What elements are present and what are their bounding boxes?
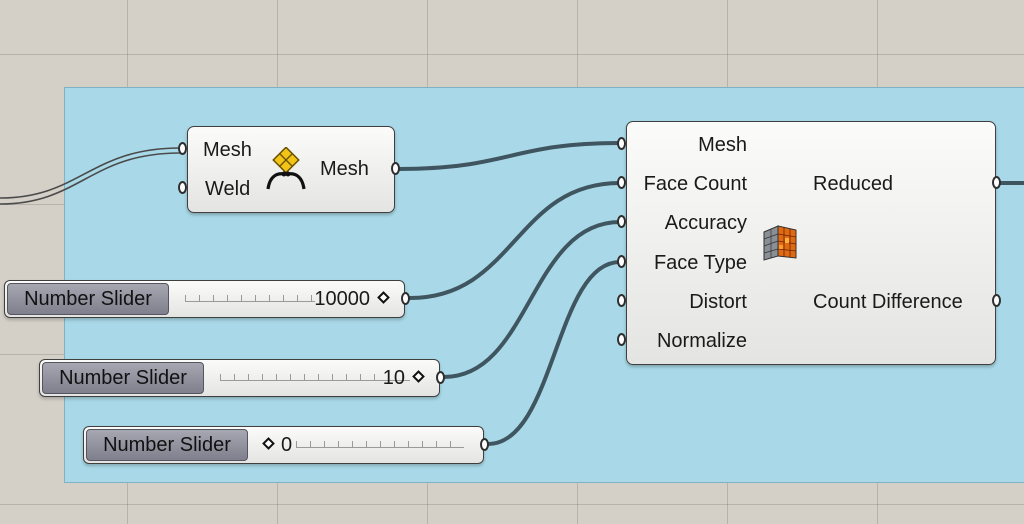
number-slider-face-type[interactable]: Number Slider 0 <box>83 426 484 464</box>
weld-component[interactable]: Mesh Weld Mesh <box>187 126 395 213</box>
number-slider-face-count[interactable]: Number Slider 10000 <box>4 280 405 318</box>
slider-track[interactable] <box>185 291 315 302</box>
slider-knob[interactable] <box>377 291 390 304</box>
reduce-input-normalize-grip[interactable] <box>617 333 626 346</box>
reduce-input-mesh-label: Mesh <box>698 134 747 156</box>
reduce-input-face-type-label: Face Type <box>653 252 747 274</box>
weld-output-mesh-label: Mesh <box>320 158 369 180</box>
reduce-input-accuracy-grip[interactable] <box>617 215 626 228</box>
weld-output-mesh-grip[interactable] <box>391 162 400 175</box>
reduce-input-face-count-label: Face Count <box>643 173 747 195</box>
reduce-input-distort-grip[interactable] <box>617 294 626 307</box>
slider-name-label[interactable]: Number Slider <box>86 429 248 461</box>
reduce-input-normalize-label: Normalize <box>656 330 747 352</box>
reduce-component[interactable]: Mesh Face Count Accuracy Face Type Disto… <box>626 121 996 365</box>
slider-value: 0 <box>281 434 293 456</box>
reduce-output-count-difference-grip[interactable] <box>992 294 1001 307</box>
weld-input-weld-grip[interactable] <box>178 181 187 194</box>
reduce-output-reduced-grip[interactable] <box>992 176 1001 189</box>
reduce-input-face-type-grip[interactable] <box>617 255 626 268</box>
weld-input-mesh-label: Mesh <box>203 139 252 161</box>
reduce-input-mesh-grip[interactable] <box>617 137 626 150</box>
slider-name-label[interactable]: Number Slider <box>7 283 169 315</box>
reduce-input-face-count-grip[interactable] <box>617 176 626 189</box>
slider-2-output-grip[interactable] <box>436 371 445 384</box>
mesh-weld-icon <box>266 147 306 190</box>
weld-input-weld-label: Weld <box>205 178 251 200</box>
quad-remesh-icon <box>763 225 797 261</box>
reduce-output-count-difference-label: Count Difference <box>813 291 963 313</box>
number-slider-accuracy[interactable]: Number Slider 10 <box>39 359 440 397</box>
reduce-output-reduced-label: Reduced <box>813 173 894 195</box>
reduce-input-accuracy-label: Accuracy <box>664 212 747 234</box>
slider-knob[interactable] <box>412 370 425 383</box>
slider-track[interactable] <box>296 437 464 448</box>
slider-1-output-grip[interactable] <box>401 292 410 305</box>
slider-track[interactable] <box>220 370 410 381</box>
slider-name-label[interactable]: Number Slider <box>42 362 204 394</box>
slider-3-output-grip[interactable] <box>480 438 489 451</box>
slider-knob[interactable] <box>262 437 275 450</box>
slider-value: 10000 <box>314 288 370 310</box>
weld-input-mesh-grip[interactable] <box>178 142 187 155</box>
reduce-input-distort-label: Distort <box>689 291 747 313</box>
slider-value: 10 <box>382 367 405 389</box>
